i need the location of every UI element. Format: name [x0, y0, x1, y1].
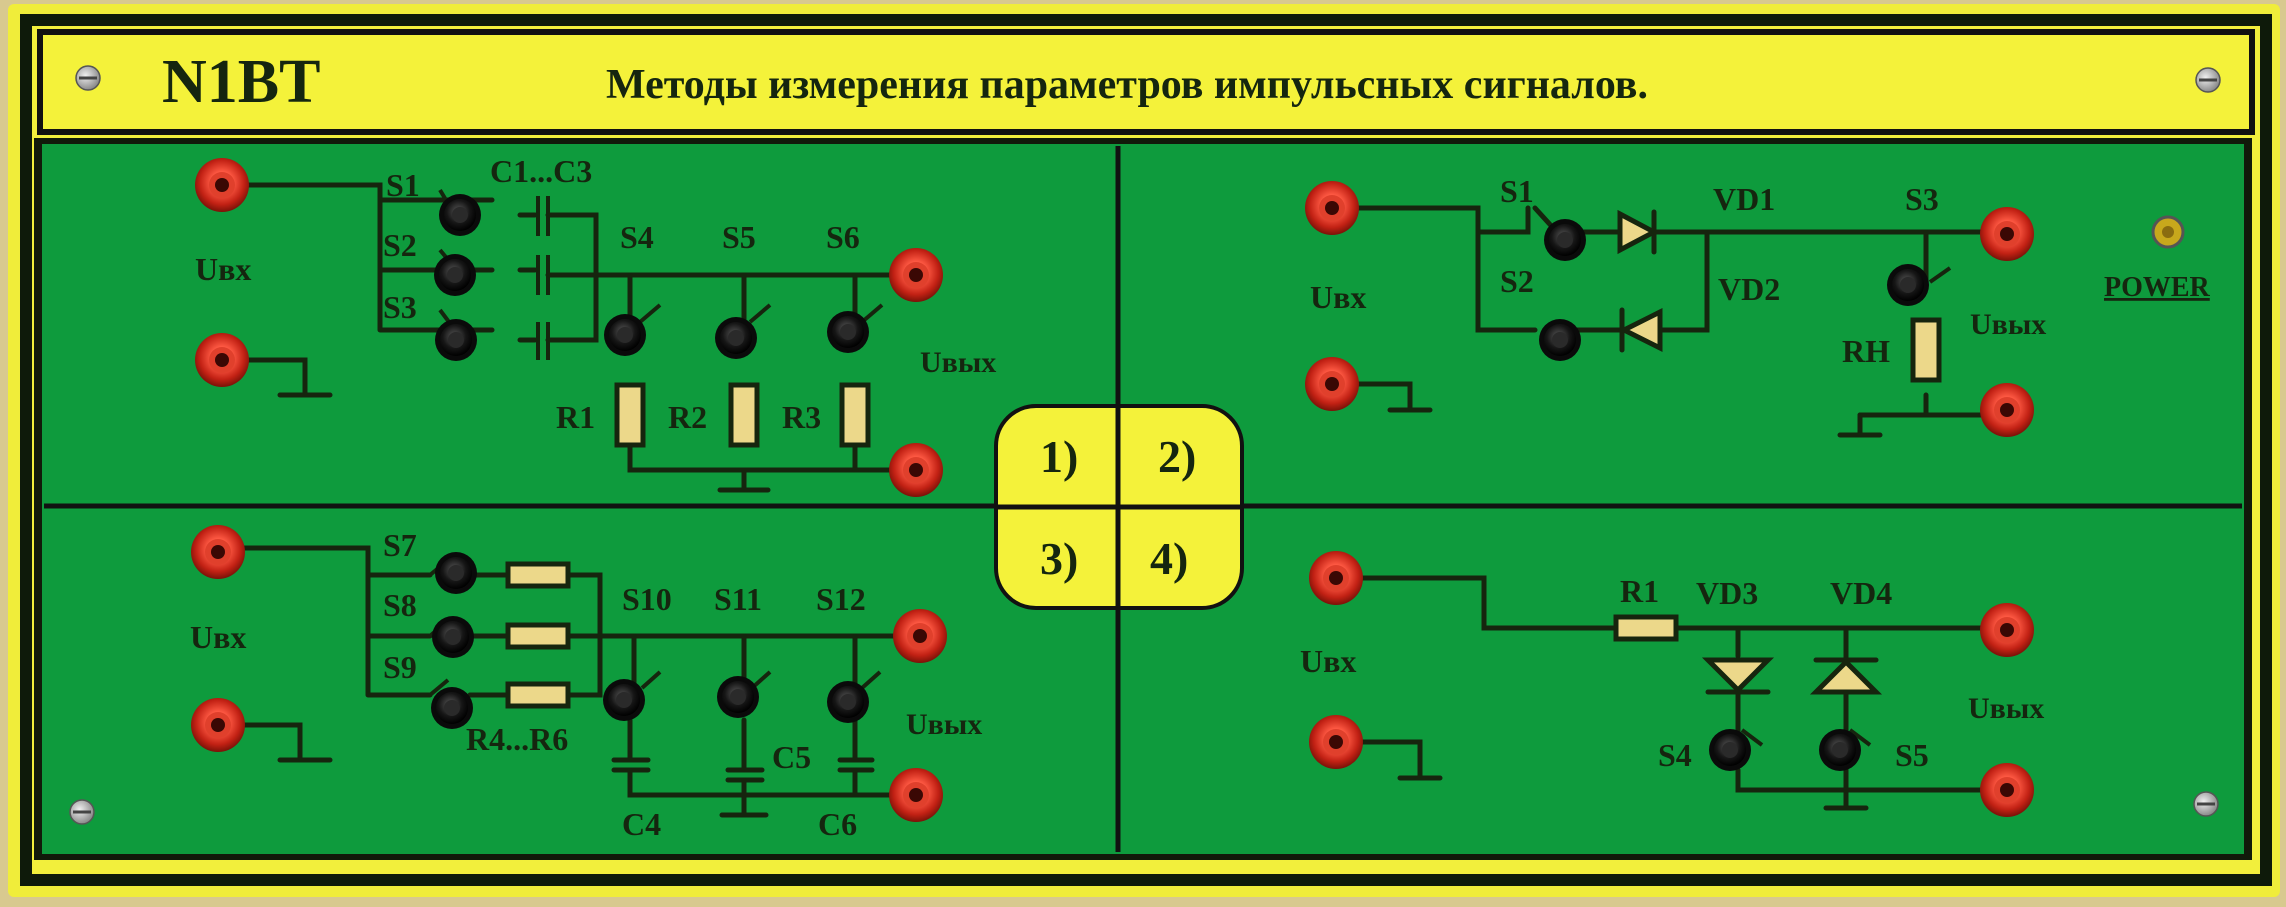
- mode-4-button[interactable]: 4): [1150, 533, 1188, 584]
- screw-icon: [68, 798, 96, 826]
- switch-label: S3: [1905, 181, 1939, 217]
- diode-label: VD3: [1696, 575, 1758, 611]
- capacitor-label: C6: [818, 806, 857, 842]
- input-jack[interactable]: [191, 525, 245, 579]
- ground-jack[interactable]: [1980, 383, 2034, 437]
- switch-label: S10: [622, 581, 672, 617]
- output-label: Uвых: [1970, 308, 2046, 341]
- ground-jack[interactable]: [889, 768, 943, 822]
- mode-3-button[interactable]: 3): [1040, 533, 1078, 584]
- switch-label: S4: [620, 219, 654, 255]
- input-label: Uвх: [190, 619, 246, 655]
- input-jack[interactable]: [1309, 551, 1363, 605]
- power-indicator: [2151, 215, 2185, 249]
- switch-label: S1: [386, 167, 420, 203]
- device-code: N1BT: [162, 48, 320, 116]
- load-label: RH: [1842, 333, 1890, 369]
- knob-icon: [431, 552, 477, 729]
- input-label: Uвх: [1310, 279, 1366, 315]
- input-label: Uвх: [195, 251, 251, 287]
- quadrant-1-circuit: [219, 182, 919, 493]
- power-label: POWER: [2104, 272, 2211, 303]
- switch-label: S5: [1895, 737, 1929, 773]
- switch-label: S9: [383, 649, 417, 685]
- diode-label: VD2: [1718, 271, 1780, 307]
- screw-icon: [74, 64, 102, 92]
- knob-icon: [434, 194, 481, 361]
- output-label: Uвых: [906, 708, 982, 741]
- panel-title: Методы измерения параметров импульсных с…: [606, 62, 1648, 108]
- resistor-label: R2: [668, 399, 707, 435]
- input-jack[interactable]: [195, 158, 249, 212]
- ground-jack[interactable]: [1980, 763, 2034, 817]
- quadrant-2-circuit: [1329, 205, 2010, 438]
- switch-label: S7: [383, 527, 417, 563]
- mode-1-button[interactable]: 1): [1040, 431, 1078, 482]
- ground-jack[interactable]: [1305, 357, 1359, 411]
- switch-label: S1: [1500, 173, 1534, 209]
- ground-jack[interactable]: [889, 443, 943, 497]
- screw-icon: [2192, 790, 2220, 818]
- ground-jack[interactable]: [1309, 715, 1363, 769]
- switch-label: S5: [722, 219, 756, 255]
- switch-label: S8: [383, 587, 417, 623]
- capacitor-label: C1...C3: [490, 153, 592, 189]
- resistor-label: R1: [556, 399, 595, 435]
- output-jack[interactable]: [1980, 207, 2034, 261]
- input-jack[interactable]: [1305, 181, 1359, 235]
- screw-icon: [2194, 66, 2222, 94]
- ground-jack[interactable]: [195, 333, 249, 387]
- capacitor-label: C4: [622, 806, 661, 842]
- switch-label: S3: [383, 289, 417, 325]
- diode-label: VD1: [1713, 181, 1775, 217]
- output-label: Uвых: [920, 346, 996, 379]
- output-label: Uвых: [1968, 692, 2044, 725]
- capacitor-label: C5: [772, 739, 811, 775]
- resistor-label: R4...R6: [466, 721, 568, 757]
- diode-label: VD4: [1830, 575, 1892, 611]
- input-label: Uвх: [1300, 643, 1356, 679]
- switch-label: S2: [1500, 263, 1534, 299]
- ground-jack[interactable]: [191, 698, 245, 752]
- output-jack[interactable]: [889, 248, 943, 302]
- switch-label: S11: [714, 581, 762, 617]
- resistor-label: R1: [1620, 573, 1659, 609]
- switch-label: S12: [816, 581, 866, 617]
- switch-label: S2: [383, 227, 417, 263]
- header-bar: [37, 29, 2255, 135]
- switch-label: S4: [1658, 737, 1692, 773]
- output-jack[interactable]: [1980, 603, 2034, 657]
- mode-selector: [994, 404, 1244, 610]
- quadrant-4-circuit: [1333, 575, 1988, 811]
- mode-2-button[interactable]: 2): [1158, 431, 1196, 482]
- output-jack[interactable]: [893, 609, 947, 663]
- resistor-label: R3: [782, 399, 821, 435]
- switch-label: S6: [826, 219, 860, 255]
